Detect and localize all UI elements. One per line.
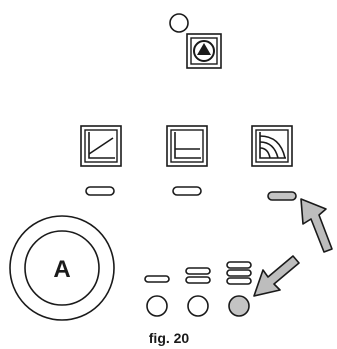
mode-1-indicator [85, 186, 115, 196]
gray-pointer-arrow-icon-lower [253, 255, 300, 297]
mode-button-constant-pressure[interactable] [166, 125, 208, 167]
speed-1-led [146, 295, 168, 317]
speed-2-led [187, 295, 209, 317]
indicator-led-icon [169, 13, 189, 33]
pump-triangle-icon [193, 40, 215, 62]
three-bars-icon [226, 261, 252, 285]
proportional-pressure-curve-icon [88, 132, 115, 159]
one-bar-icon [144, 275, 170, 283]
speed-3-led-active [228, 295, 250, 317]
fixed-speed-curves-icon [259, 132, 286, 159]
two-bars-icon [185, 267, 211, 284]
pump-button[interactable] [186, 33, 222, 69]
figure-caption: fig. 20 [149, 330, 190, 346]
circle-a: A [9, 215, 115, 321]
mode-3-indicator-active [267, 191, 297, 201]
circle-label: A [53, 256, 70, 283]
mode-button-fixed-speed[interactable] [251, 125, 293, 167]
mode-button-proportional-pressure[interactable] [80, 125, 122, 167]
mode-2-indicator [172, 186, 202, 196]
constant-pressure-curve-icon [174, 132, 201, 159]
gray-pointer-arrow-icon-upper [300, 198, 333, 253]
